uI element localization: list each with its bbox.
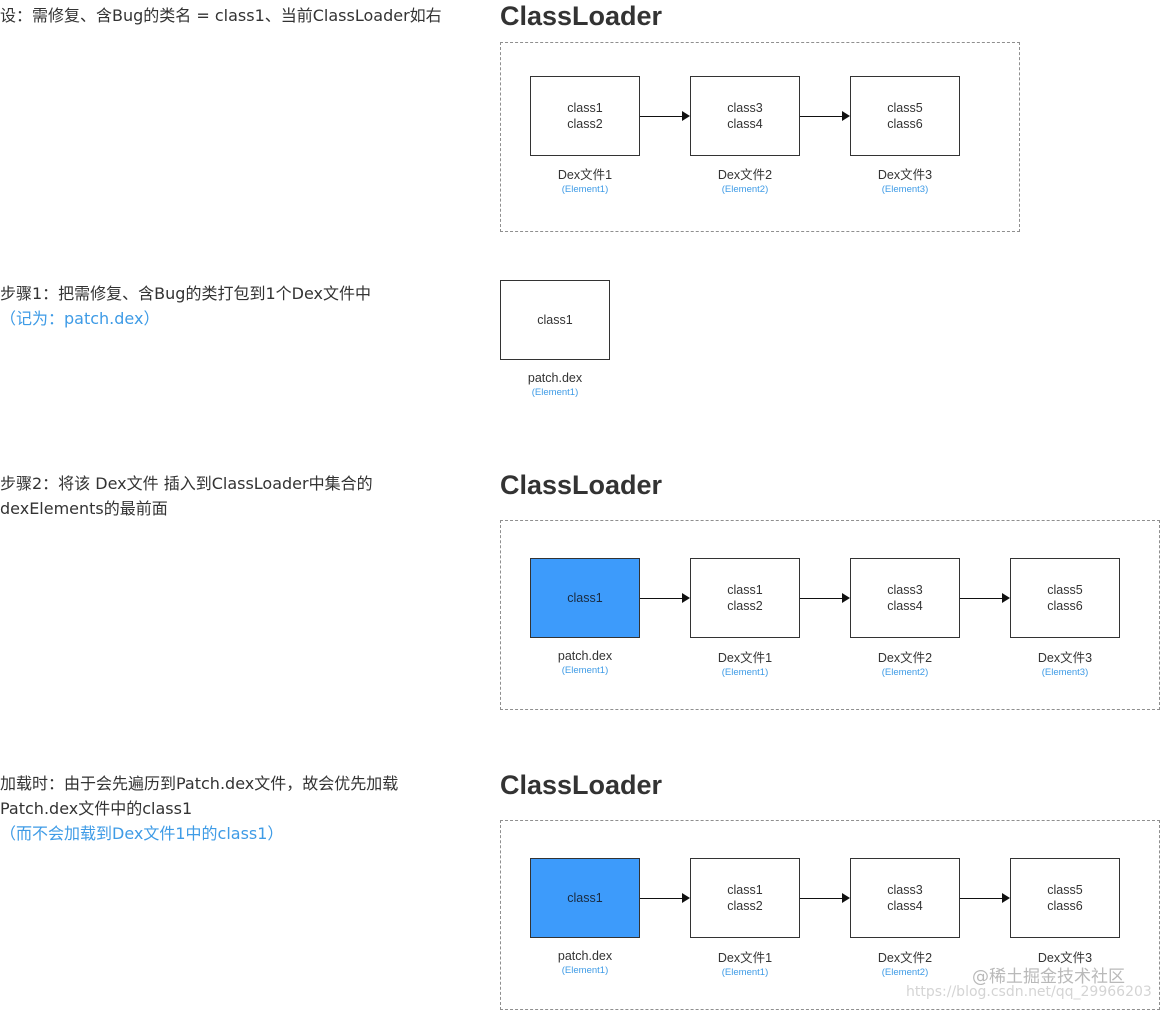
- section-3-dex-box-2: class3 class4: [850, 558, 960, 638]
- element-label: (Element2): [881, 967, 929, 978]
- section-3-dex-caption-2: Dex文件2 (Element2): [840, 650, 970, 680]
- class-entry: class6: [1047, 899, 1083, 913]
- element-label: (Element1): [561, 665, 609, 676]
- class-entry: class1: [727, 883, 763, 897]
- section-2-patch-box: class1: [500, 280, 610, 360]
- section-3-desc-line-2: dexElements的最前面: [0, 499, 168, 518]
- class-entry: class1: [567, 591, 603, 605]
- element-label: (Element1): [561, 965, 609, 976]
- dex-label: patch.dex: [557, 949, 613, 963]
- element-label: (Element1): [531, 387, 579, 398]
- class-entry: class4: [727, 117, 763, 131]
- dex-label: Dex文件3: [877, 168, 933, 182]
- section-1-desc-line-1: 设：需修复、含Bug的类名 = class1、当前ClassLoader如右: [0, 6, 442, 25]
- dex-label: Dex文件1: [717, 951, 773, 965]
- section-3-dex-box-1: class1 class2: [690, 558, 800, 638]
- section-4-desc-note: （而不会加载到Dex文件1中的class1）: [0, 824, 284, 843]
- section-1-dex-caption-2: Dex文件2 (Element2): [680, 167, 810, 197]
- dex-label: Dex文件3: [1037, 651, 1093, 665]
- section-1-dex-box-3: class5 class6: [850, 76, 960, 156]
- section-3-patch-box: class1: [530, 558, 640, 638]
- class-entry: class6: [1047, 599, 1083, 613]
- section-4-desc-line-2: Patch.dex文件中的class1: [0, 799, 193, 818]
- class-entry: class3: [887, 583, 923, 597]
- element-label: (Element3): [881, 184, 929, 195]
- dex-label: Dex文件3: [1037, 951, 1093, 965]
- section-4-dex-box-1: class1 class2: [690, 858, 800, 938]
- section-3-desc-line-1: 步骤2：将该 Dex文件 插入到ClassLoader中集合的: [0, 474, 373, 493]
- section-1-dex-caption-3: Dex文件3 (Element3): [840, 167, 970, 197]
- class-entry: class5: [1047, 883, 1083, 897]
- section-1-description: 设：需修复、含Bug的类名 = class1、当前ClassLoader如右: [0, 3, 442, 28]
- section-4-dex-caption-1: Dex文件1 (Element1): [680, 950, 810, 980]
- section-1-arrow-2: [800, 110, 850, 122]
- element-label: (Element2): [721, 184, 769, 195]
- section-4-desc-line-1: 加载时：由于会先遍历到Patch.dex文件，故会优先加载: [0, 774, 399, 793]
- section-1-dex-box-1: class1 class2: [530, 76, 640, 156]
- section-1-dex-box-2: class3 class4: [690, 76, 800, 156]
- section-3-arrow-1: [640, 592, 690, 604]
- dex-label: Dex文件2: [877, 651, 933, 665]
- element-label: (Element1): [721, 667, 769, 678]
- dex-label: Dex文件2: [877, 951, 933, 965]
- section-3-arrow-3: [960, 592, 1010, 604]
- class-entry: class2: [727, 599, 763, 613]
- section-3-dex-caption-3: Dex文件3 (Element3): [1000, 650, 1130, 680]
- section-2-desc-line-1: 步骤1：把需修复、含Bug的类打包到1个Dex文件中: [0, 284, 371, 303]
- section-3-arrow-2: [800, 592, 850, 604]
- section-4-arrow-2: [800, 892, 850, 904]
- element-label: (Element3): [1041, 667, 1089, 678]
- section-3-patch-caption: patch.dex (Element1): [520, 648, 650, 678]
- section-2-patch-caption: patch.dex (Element1): [490, 370, 620, 400]
- section-4-dex-box-3: class5 class6: [1010, 858, 1120, 938]
- section-3-dex-box-3: class5 class6: [1010, 558, 1120, 638]
- section-4-patch-box: class1: [530, 858, 640, 938]
- section-4-description: 加载时：由于会先遍历到Patch.dex文件，故会优先加载 Patch.dex文…: [0, 771, 398, 846]
- section-4-dex-box-2: class3 class4: [850, 858, 960, 938]
- class-entry: class4: [887, 899, 923, 913]
- watermark-community: @稀土掘金技术社区: [972, 967, 1125, 987]
- dex-label: Dex文件2: [717, 168, 773, 182]
- class-entry: class2: [567, 117, 603, 131]
- section-1-dex-caption-1: Dex文件1 (Element1): [520, 167, 650, 197]
- dex-label: patch.dex: [557, 649, 613, 663]
- class-entry: class3: [727, 101, 763, 115]
- section-4-patch-caption: patch.dex (Element1): [520, 948, 650, 978]
- section-4-classloader-title: ClassLoader: [500, 770, 663, 800]
- class-entry: class4: [887, 599, 923, 613]
- dex-label: Dex文件1: [717, 651, 773, 665]
- section-2-desc-note: （记为：patch.dex）: [0, 309, 160, 328]
- watermark-url: https://blog.csdn.net/qq_29966203: [906, 984, 1152, 1000]
- section-4-arrow-3: [960, 892, 1010, 904]
- section-1-classloader-title: ClassLoader: [500, 1, 663, 31]
- section-4-dex-caption-3: Dex文件3: [1000, 950, 1130, 966]
- class-entry: class2: [727, 899, 763, 913]
- section-3-classloader-title: ClassLoader: [500, 470, 663, 500]
- class-entry: class1: [567, 891, 603, 905]
- section-2-description: 步骤1：把需修复、含Bug的类打包到1个Dex文件中 （记为：patch.dex…: [0, 281, 371, 331]
- section-3-dex-caption-1: Dex文件1 (Element1): [680, 650, 810, 680]
- dex-label: patch.dex: [527, 371, 583, 385]
- class-entry: class6: [887, 117, 923, 131]
- section-4-dex-caption-2: Dex文件2 (Element2): [840, 950, 970, 980]
- element-label: (Element2): [881, 667, 929, 678]
- class-entry: class5: [1047, 583, 1083, 597]
- class-entry: class3: [887, 883, 923, 897]
- section-4-arrow-1: [640, 892, 690, 904]
- element-label: (Element1): [721, 967, 769, 978]
- dex-label: Dex文件1: [557, 168, 613, 182]
- class-entry: class1: [727, 583, 763, 597]
- element-label: (Element1): [561, 184, 609, 195]
- section-3-description: 步骤2：将该 Dex文件 插入到ClassLoader中集合的 dexEleme…: [0, 471, 373, 521]
- class-entry: class1: [567, 101, 603, 115]
- class-entry: class5: [887, 101, 923, 115]
- section-1-arrow-1: [640, 110, 690, 122]
- section-1-classloader-container: [500, 42, 1020, 232]
- class-entry: class1: [537, 313, 573, 327]
